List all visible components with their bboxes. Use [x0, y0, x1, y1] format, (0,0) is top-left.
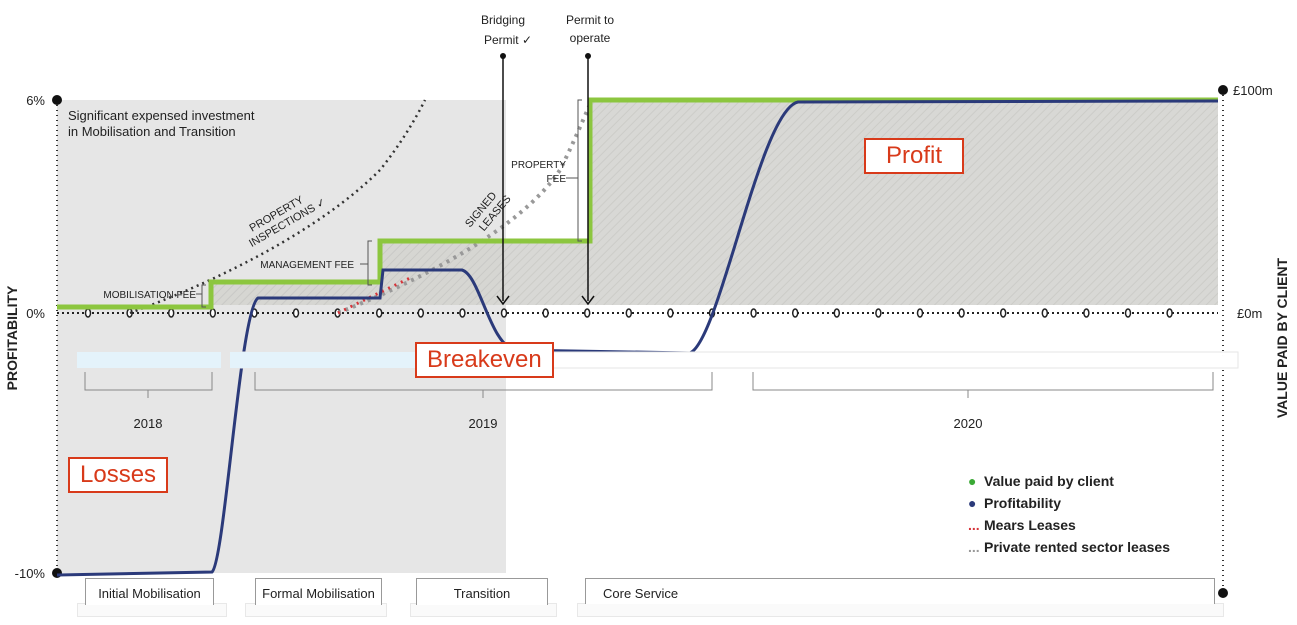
management-fee-label: MANAGEMENT FEE: [260, 260, 354, 271]
baseline-ring: [1083, 308, 1090, 318]
right-tick-100m: £100m: [1233, 83, 1273, 98]
value-step-line: [57, 97, 1218, 310]
phase-core-service: Core Service: [585, 578, 1215, 604]
baseline-markers: [84, 308, 1173, 318]
y-axis-left-label: PROFITABILITY: [4, 285, 20, 390]
breakeven-callout: Breakeven: [415, 342, 554, 378]
property-fee-bracket: [577, 99, 582, 242]
phase-formal-mobilisation: Formal Mobilisation: [255, 578, 382, 605]
permit-to-operate-dot: [585, 53, 591, 59]
milestone-permit-line2: operate: [570, 31, 611, 45]
baseline-ring: [875, 308, 882, 318]
axis-dot-top-left: [52, 95, 62, 105]
legend-marker-prs: ...: [968, 539, 980, 555]
management-fee-bracket: [367, 240, 372, 286]
bridging-permit-dot: [500, 53, 506, 59]
legend-label-value: Value paid by client: [984, 473, 1114, 489]
year-label-2019: 2019: [469, 416, 498, 431]
axis-dot-bottom-right: [1218, 588, 1228, 598]
milestone-permit-line1: Permit to: [566, 13, 614, 27]
baseline-ring: [625, 308, 633, 318]
mobilisation-fee-bracket: [201, 284, 206, 308]
mobilisation-fee-label: MOBILISATION FEE: [103, 290, 196, 301]
baseline-ring: [459, 308, 466, 318]
baseline-ring: [292, 308, 300, 318]
property-fee-label-2: FEE: [547, 174, 567, 185]
baseline-ring: [1166, 308, 1173, 318]
baseline-ring: [791, 308, 799, 318]
losses-callout: Losses: [68, 457, 169, 493]
y-tick-0: 0%: [26, 306, 45, 321]
legend-marker-mears: ...: [968, 517, 980, 533]
baseline-ring: [750, 308, 757, 318]
prs-leases-line: [337, 99, 594, 315]
legend-label-profitability: Profitability: [984, 495, 1062, 511]
legend-item-mears: ... Mears Leases: [968, 514, 1170, 536]
baseline-ring: [916, 308, 924, 318]
timeline-bar-left: [77, 352, 221, 368]
phase-transition: Transition: [416, 578, 548, 605]
investment-note-line2: in Mobilisation and Transition: [68, 124, 236, 139]
y-tick-6: 6%: [26, 93, 45, 108]
baseline-ring: [1124, 308, 1132, 318]
legend-item-profitability: ● Profitability: [968, 492, 1170, 514]
legend: ● Value paid by client ● Profitability .…: [968, 470, 1170, 558]
baseline-ring: [84, 308, 92, 318]
legend-marker-profitability: ●: [968, 495, 977, 511]
baseline-ring: [1041, 308, 1049, 318]
baseline-ring: [833, 308, 841, 318]
milestone-bridging-line1: Bridging: [481, 13, 525, 27]
property-fee-label-1: PROPERTY: [511, 160, 566, 171]
legend-label-prs: Private rented sector leases: [984, 539, 1170, 555]
y-axis-right-label: VALUE PAID BY CLIENT: [1274, 257, 1290, 418]
right-tick-0m: £0m: [1237, 306, 1262, 321]
axis-dot-top-right: [1218, 85, 1228, 95]
mears-leases-line: [337, 276, 411, 315]
baseline-ring: [375, 308, 383, 318]
year-bracket-2020: [752, 372, 1214, 391]
baseline-ring: [167, 308, 175, 318]
investment-note-line1: Significant expensed investment: [68, 108, 255, 123]
milestone-bridging-line2: Permit ✓: [484, 33, 532, 47]
phase-underlay-4: [577, 603, 1224, 617]
baseline-ring: [542, 308, 549, 318]
baseline-ring: [667, 308, 674, 318]
y-tick-neg10: -10%: [15, 566, 46, 581]
permit-to-operate-arrowhead: [581, 295, 595, 306]
profitability-line: [56, 99, 1219, 577]
year-label-2020: 2020: [954, 416, 983, 431]
baseline-ring: [958, 308, 965, 318]
profit-callout: Profit: [864, 138, 964, 174]
legend-item-prs: ... Private rented sector leases: [968, 536, 1170, 558]
phase-core-service-label: Core Service: [603, 586, 679, 601]
baseline-ring: [583, 308, 591, 318]
phase-initial-mobilisation: Initial Mobilisation: [85, 578, 214, 605]
baseline-ring: [417, 308, 425, 318]
bridging-permit-arrowhead: [496, 295, 510, 306]
baseline-ring: [999, 308, 1007, 318]
legend-item-value: ● Value paid by client: [968, 470, 1170, 492]
year-label-2018: 2018: [134, 416, 163, 431]
baseline-ring: [500, 308, 508, 318]
investment-shade: [57, 100, 506, 573]
axis-dot-bottom-left: [52, 568, 62, 578]
legend-label-mears: Mears Leases: [984, 517, 1076, 533]
legend-marker-value: ●: [968, 473, 977, 489]
baseline-ring: [209, 308, 217, 318]
